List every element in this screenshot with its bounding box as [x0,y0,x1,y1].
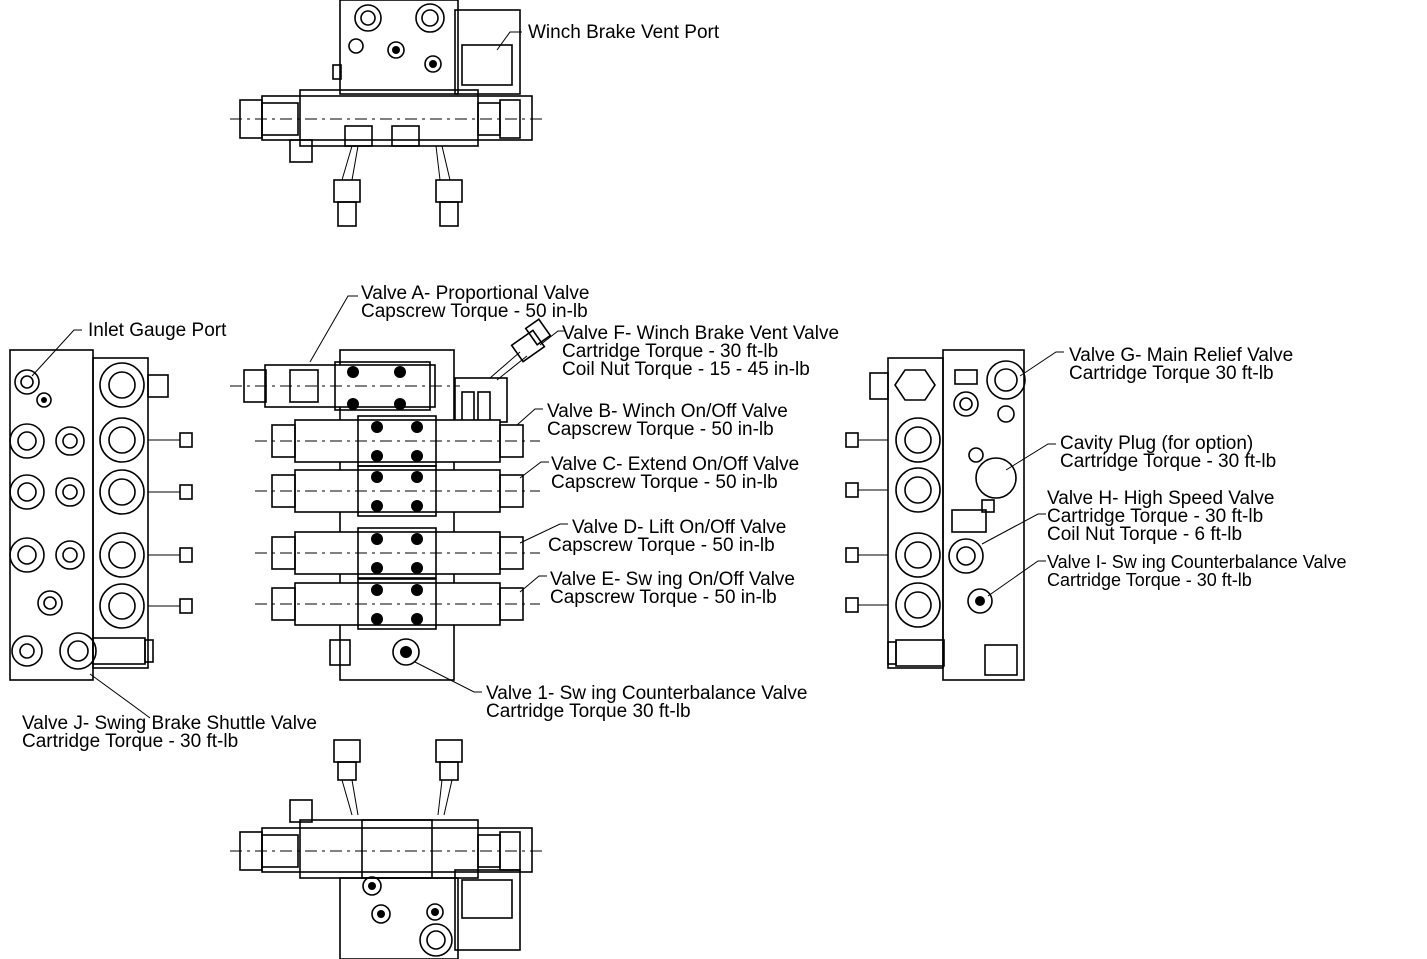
line: Valve J- Swing Brake Shuttle Valve [22,713,317,734]
inlet-gauge-port-label: Inlet Gauge Port [88,320,227,341]
top-view [230,0,545,227]
line: Capscrew Torque - 50 in-lb [361,301,588,322]
valve-g-label: Valve G- Main Relief Valve Cartridge Tor… [1069,345,1299,384]
valve-d-body [255,527,540,579]
line: Cartridge Torque 30 ft-lb [486,701,691,722]
right-side-view [845,349,1026,681]
left-side-view [9,349,193,681]
line: Cavity Plug (for option) [1060,433,1253,454]
line: Valve E- Sw ing On/Off Valve [550,569,795,590]
line: Valve G- Main Relief Valve [1069,345,1293,366]
line: Valve F- Winch Brake Vent Valve [562,323,839,344]
line: Valve C- Extend On/Off Valve [551,454,799,475]
front-view [230,318,552,681]
line: Winch Brake Vent Port [528,22,720,43]
line: Cartridge Torque - 30 ft-lb [1060,451,1276,472]
valve-e-body [255,578,540,630]
valve-b-label: Valve B- Winch On/Off Valve Capscrew Tor… [547,401,793,440]
line: Inlet Gauge Port [88,320,227,341]
line: Coil Nut Torque - 15 - 45 in-lb [562,359,810,380]
line: Valve A- Proportional Valve [361,283,589,304]
line: Cartridge Torque 30 ft-lb [1069,363,1274,384]
line: Capscrew Torque - 50 in-lb [547,419,774,440]
valve-c-body [255,465,540,517]
valve-1-label: Valve 1- Sw ing Counterbalance Valve Car… [486,683,813,722]
line: Cartridge Torque - 30 ft-lb [1047,570,1252,590]
line: Cartridge Torque - 30 ft-lb [22,731,238,752]
valve-f-label: Valve F- Winch Brake Vent Valve Cartridg… [562,323,844,380]
line: Capscrew Torque - 50 in-lb [550,587,777,608]
winch-brake-vent-port-label: Winch Brake Vent Port [528,22,720,43]
line: Cartridge Torque - 30 ft-lb [562,341,778,362]
valve-i-label: Valve I- Sw ing Counterbalance Valve Car… [1047,552,1352,590]
valve-h-label: Valve H- High Speed Valve Cartridge Torq… [1047,488,1280,545]
line: Valve I- Sw ing Counterbalance Valve [1047,552,1347,572]
line: Capscrew Torque - 50 in-lb [551,472,778,493]
valve-a-label: Valve A- Proportional Valve Capscrew Tor… [361,283,595,322]
valve-e-label: Valve E- Sw ing On/Off Valve Capscrew To… [550,569,800,608]
line: Cartridge Torque - 30 ft-lb [1047,506,1263,527]
leader-lines [31,31,1064,719]
cavity-plug-label: Cavity Plug (for option) Cartridge Torqu… [1060,433,1276,472]
valve-c-label: Valve C- Extend On/Off Valve Capscrew To… [551,454,804,493]
line: Coil Nut Torque - 6 ft-lb [1047,524,1242,545]
line: Valve H- High Speed Valve [1047,488,1274,509]
valve-d-label: Valve D- Lift On/Off Valve Capscrew Torq… [548,517,792,556]
valve-j-label: Valve J- Swing Brake Shuttle Valve Cartr… [22,713,322,752]
valve-b-body [255,415,540,467]
bottom-view [230,739,545,959]
line: Valve B- Winch On/Off Valve [547,401,788,422]
callout-labels: Winch Brake Vent Port Inlet Gauge Port V… [22,22,1352,752]
line: Valve D- Lift On/Off Valve [572,517,786,538]
line: Capscrew Torque - 50 in-lb [548,535,775,556]
line: Valve 1- Sw ing Counterbalance Valve [486,683,807,704]
